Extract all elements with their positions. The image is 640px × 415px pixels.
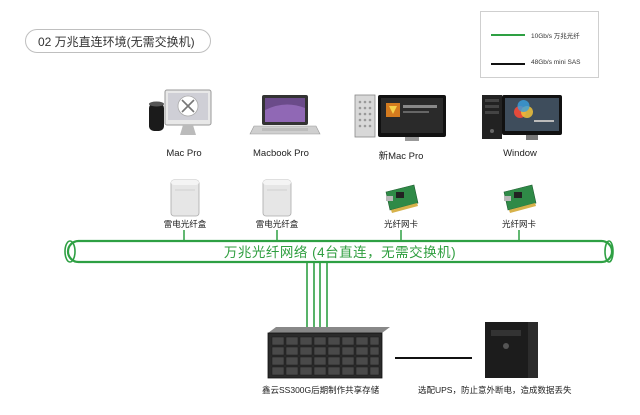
client-links <box>184 230 519 241</box>
adapter-label-1: 雷电光纤盒 <box>145 218 225 230</box>
thunderbolt-box-1-icon <box>171 180 199 216</box>
windows-pc-icon <box>482 95 562 140</box>
storage-server-icon <box>268 327 390 378</box>
macbook-pro-icon <box>250 95 320 134</box>
client-label-macbook-pro: Macbook Pro <box>231 148 331 159</box>
storage-fiber-links <box>307 263 327 331</box>
fiber-nic-2-icon <box>504 185 536 213</box>
client-label-new-mac-pro: 新Mac Pro <box>351 148 451 162</box>
client-label-mac-pro: Mac Pro <box>134 148 234 159</box>
adapter-label-4: 光纤网卡 <box>479 218 559 230</box>
ups-icon <box>485 322 538 378</box>
adapter-label-3: 光纤网卡 <box>361 218 441 230</box>
ups-label: 选配UPS，防止意外断电，造成数据丢失 <box>418 384 571 396</box>
network-label: 万兆光纤网络 (4台直连，无需交换机) <box>205 241 475 261</box>
client-label-window: Window <box>470 148 570 159</box>
new-mac-pro-icon <box>355 95 446 141</box>
adapter-label-2: 雷电光纤盒 <box>237 218 317 230</box>
mac-pro-icon <box>149 90 211 135</box>
storage-label: 鑫云SS300G后期制作共享存储 <box>262 384 379 396</box>
thunderbolt-box-2-icon <box>263 180 291 216</box>
fiber-nic-1-icon <box>386 185 418 213</box>
